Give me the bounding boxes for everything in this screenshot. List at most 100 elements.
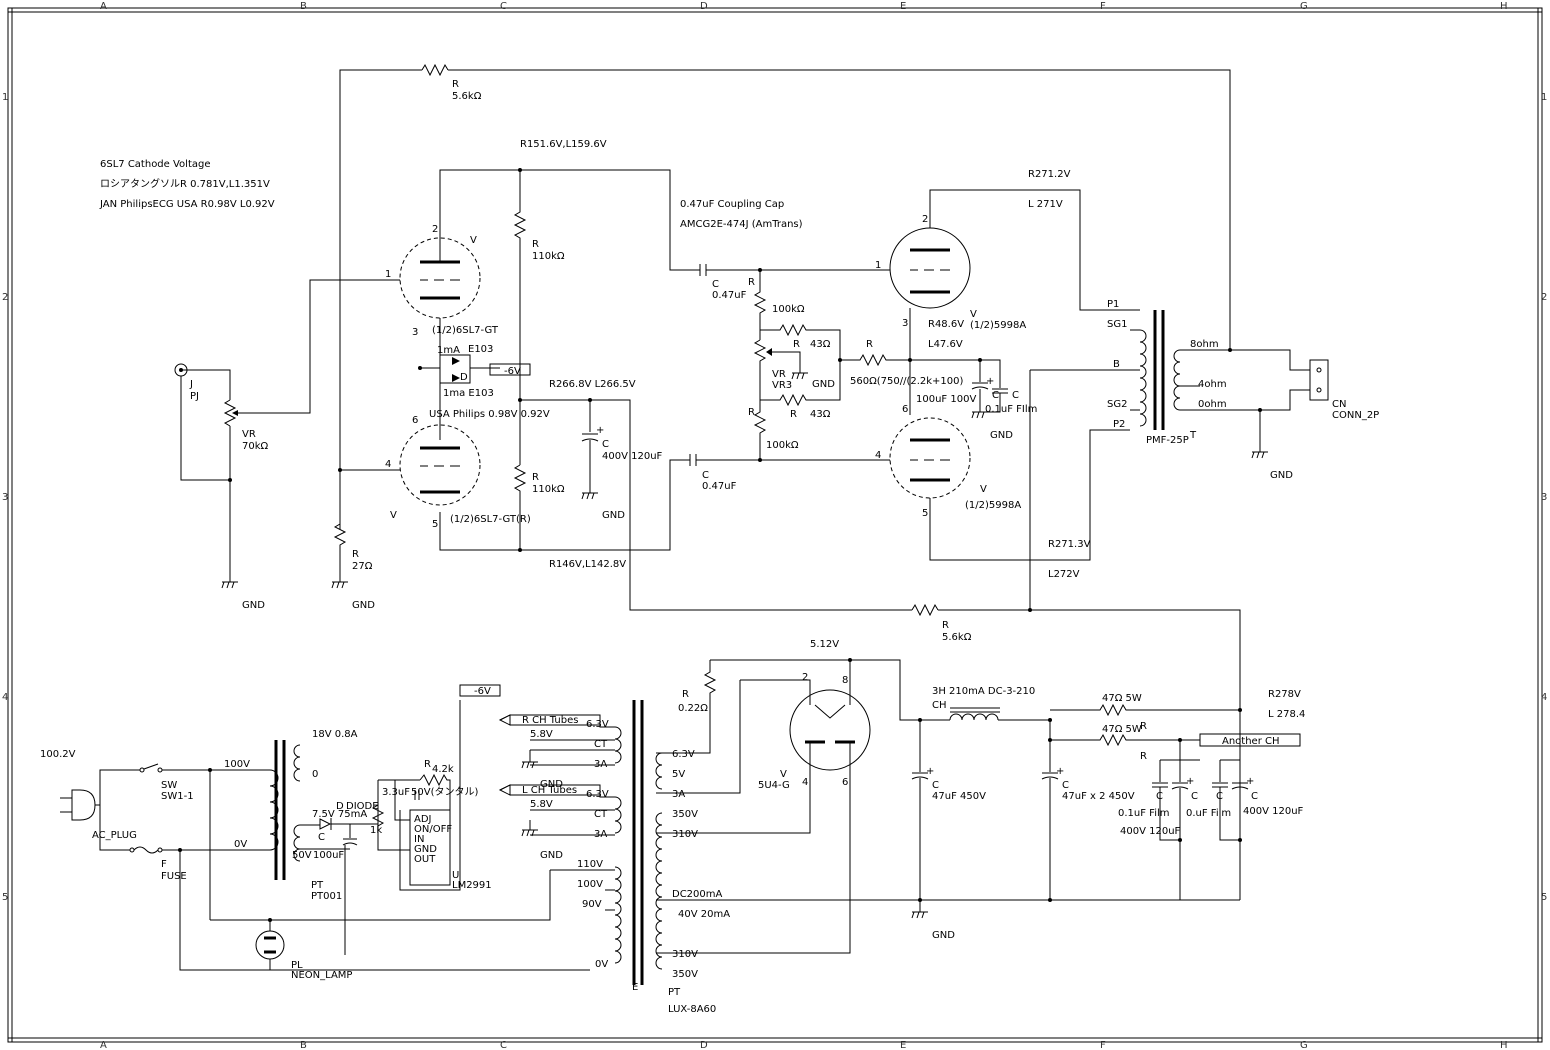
svg-text:E103: E103 (468, 344, 493, 355)
svg-text:D: D (700, 1, 708, 12)
svg-text:C: C (1216, 791, 1223, 802)
svg-text:CH: CH (932, 700, 947, 711)
svg-text:PMF-25P: PMF-25P (1146, 435, 1189, 446)
svg-text:E: E (900, 1, 906, 12)
svg-text:43Ω: 43Ω (810, 339, 831, 350)
svg-text:L 271V: L 271V (1028, 199, 1063, 210)
svg-text:PT: PT (311, 880, 324, 891)
svg-text:GND: GND (1270, 470, 1293, 481)
svg-text:+: + (926, 766, 934, 777)
svg-text:VR3: VR3 (772, 380, 792, 391)
svg-text:CT: CT (594, 809, 608, 820)
svg-text:4ohm: 4ohm (1198, 379, 1227, 390)
tube-6sl7-bot: 6 4 5 V (1/2)6SL7-GT(R) R146V,L142.8V (385, 415, 690, 570)
svg-text:R: R (790, 409, 797, 420)
grid-leak-network: 100kΩ 100kΩ R R R 43Ω R 43Ω VR VR3 GND (748, 268, 842, 462)
svg-text:CONN_2P: CONN_2P (1332, 410, 1379, 421)
svg-text:3: 3 (412, 327, 418, 338)
svg-text:+: + (1056, 766, 1064, 777)
svg-text:7.5V 75mA: 7.5V 75mA (312, 809, 367, 820)
svg-text:8ohm: 8ohm (1190, 339, 1219, 350)
svg-text:C: C (1251, 791, 1258, 802)
svg-text:(1/2)5998A: (1/2)5998A (970, 320, 1026, 331)
svg-text:0ohm: 0ohm (1198, 399, 1227, 410)
svg-text:ADJ: ADJ (414, 814, 432, 825)
svg-text:100uF 100V: 100uF 100V (916, 394, 976, 405)
svg-text:350V: 350V (672, 809, 698, 820)
note-cathode-title: 6SL7 Cathode Voltage (100, 159, 211, 170)
svg-text:V: V (390, 510, 397, 521)
svg-text:110V: 110V (577, 859, 603, 870)
svg-text:100V: 100V (224, 759, 250, 770)
svg-text:6.3V: 6.3V (586, 719, 609, 730)
svg-text:6: 6 (412, 415, 418, 426)
svg-text:100.2V: 100.2V (40, 749, 76, 760)
svg-text:5: 5 (2, 892, 8, 903)
svg-text:GND: GND (932, 930, 955, 941)
svg-text:DC200mA: DC200mA (672, 889, 723, 900)
svg-text:PT: PT (668, 987, 681, 998)
svg-text:70kΩ: 70kΩ (242, 441, 269, 452)
svg-text:+: + (986, 376, 994, 387)
svg-text:F: F (1100, 1040, 1106, 1050)
svg-text:5U4-G: 5U4-G (758, 780, 790, 791)
svg-text:E: E (900, 1040, 906, 1050)
cap-400v-120uf: + C 400V 120uF GND (581, 400, 663, 521)
gnd-vr-in: GND (221, 581, 265, 611)
output-transformer: GND P1 SG1 B SG2 P2 8ohm 4ohm 0ohm PMF-2… (1030, 299, 1379, 481)
svg-text:GND: GND (414, 844, 437, 855)
power-transformer-main: R CH Tubes L CH Tubes 6.3V 5.8V CT 3A GN… (179, 700, 730, 1015)
svg-text:0.1uF FIlm: 0.1uF FIlm (985, 404, 1037, 415)
svg-text:L CH Tubes: L CH Tubes (522, 785, 577, 796)
svg-text:100kΩ: 100kΩ (772, 304, 805, 315)
neon-lamp: PL NEON_LAMP (255, 920, 352, 981)
svg-text:OUT: OUT (414, 854, 436, 865)
svg-text:3H 210mA DC-3-210: 3H 210mA DC-3-210 (932, 686, 1035, 697)
svg-text:100V: 100V (577, 879, 603, 890)
svg-text:50V: 50V (292, 850, 312, 861)
svg-text:4.2k: 4.2k (432, 764, 454, 775)
svg-text:5V: 5V (672, 769, 685, 780)
svg-text:6: 6 (902, 404, 908, 415)
svg-text:8: 8 (842, 675, 848, 686)
svg-text:SG2: SG2 (1107, 399, 1127, 410)
svg-text:R CH Tubes: R CH Tubes (522, 715, 578, 726)
svg-text:CN: CN (1332, 399, 1346, 410)
svg-text:350V: 350V (672, 969, 698, 980)
input-jack: J PJ VR 70kΩ (174, 279, 400, 582)
svg-text:3: 3 (1541, 492, 1547, 503)
svg-text:2: 2 (432, 224, 438, 235)
svg-text:3A: 3A (594, 759, 607, 770)
svg-text:100kΩ: 100kΩ (766, 440, 799, 451)
feedback-top: R 5.6kΩ (339, 63, 1231, 530)
svg-text:(1/2)6SL7-GT: (1/2)6SL7-GT (432, 325, 499, 336)
svg-text:D: D (460, 372, 468, 383)
svg-text:C: C (702, 470, 709, 481)
svg-text:4: 4 (2, 692, 8, 703)
svg-text:3A: 3A (594, 829, 607, 840)
svg-text:B: B (1113, 359, 1120, 370)
svg-text:R48.6V: R48.6V (928, 319, 964, 330)
frame (7, 7, 1543, 1043)
svg-text:R: R (1140, 751, 1147, 762)
svg-text:6.3V: 6.3V (672, 749, 695, 760)
svg-text:H: H (1500, 1, 1508, 12)
svg-text:SW1-1: SW1-1 (161, 791, 194, 802)
svg-text:0V: 0V (595, 959, 608, 970)
svg-text:C: C (1012, 390, 1019, 401)
svg-text:5.6kΩ: 5.6kΩ (942, 632, 972, 643)
coupling-caps: C 0.47uF C 0.47uF (689, 264, 890, 492)
svg-text:5: 5 (1541, 892, 1547, 903)
svg-text:ON/OFF: ON/OFF (414, 824, 452, 835)
svg-text:1: 1 (875, 260, 881, 271)
svg-text:C: C (712, 279, 719, 290)
svg-text:+: + (1246, 776, 1254, 787)
svg-text:47uF 450V: 47uF 450V (932, 791, 986, 802)
plate-resistors: R 110kΩ R 110kΩ R266.8V L266.5V (513, 168, 912, 611)
svg-text:R: R (866, 339, 873, 350)
svg-text:-6V: -6V (474, 686, 491, 697)
svg-text:5.12V: 5.12V (810, 639, 839, 650)
svg-text:R: R (532, 472, 539, 483)
